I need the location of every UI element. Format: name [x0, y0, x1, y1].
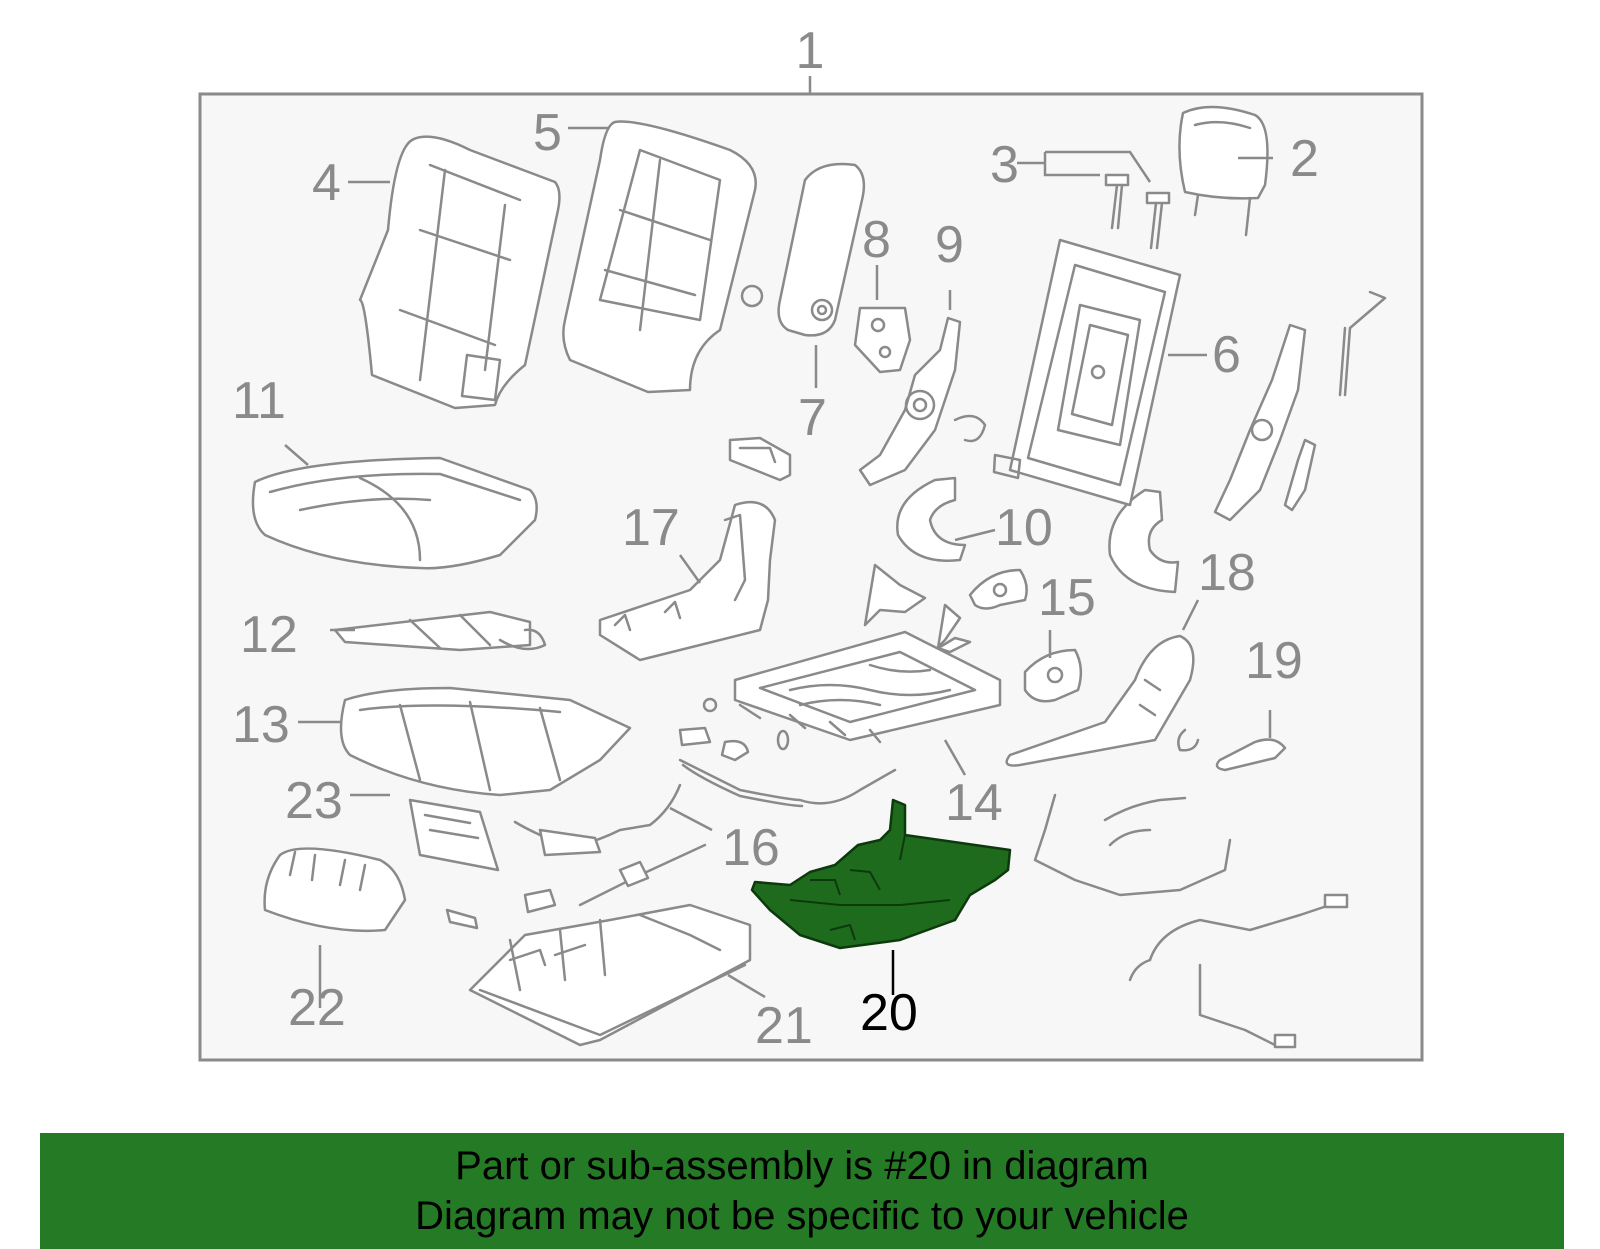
callout-14: 14	[945, 774, 1003, 832]
callout-4: 4	[312, 154, 341, 212]
callout-23: 23	[285, 772, 343, 830]
callout-19: 19	[1245, 632, 1303, 690]
callout-13: 13	[232, 696, 290, 754]
callout-7: 7	[798, 389, 827, 447]
part-14-cushion-frame[interactable]	[678, 630, 1002, 762]
part-7-bracket	[728, 436, 792, 482]
part-6-seatback-frame[interactable]	[992, 238, 1182, 507]
part-10-recliner-cover[interactable]	[896, 476, 967, 562]
callout-21: 21	[755, 997, 813, 1055]
callout-22: 22	[288, 979, 346, 1037]
part-8-bracket[interactable]	[853, 306, 912, 374]
part-22-cover[interactable]	[263, 847, 407, 933]
callout-11: 11	[232, 372, 286, 430]
leader-lines	[284, 126, 1273, 1008]
part-3-headrest-guides[interactable]	[1104, 173, 1171, 250]
banner-disclaimer: Diagram may not be specific to your vehi…	[415, 1194, 1189, 1238]
callout-17: 17	[622, 499, 680, 557]
callout-9: 9	[935, 216, 964, 274]
part-brackets-small	[863, 563, 1028, 654]
part-4-seatback-cover[interactable]	[358, 135, 561, 410]
part-18-trim-cover[interactable]	[1005, 634, 1200, 767]
part-16-cables[interactable]	[513, 758, 897, 914]
callout-8: 8	[862, 211, 891, 269]
part-10-cover-right	[1108, 488, 1180, 594]
part-21-seat-base[interactable]	[445, 903, 752, 1047]
part-7-armrest[interactable]	[777, 162, 866, 337]
callout-18: 18	[1198, 544, 1256, 602]
part-19-handle[interactable]	[1215, 738, 1287, 772]
part-2-headrest[interactable]	[1178, 105, 1269, 237]
callout-16: 16	[722, 819, 780, 877]
part-5-seatback-pad[interactable]	[562, 120, 764, 394]
part-23-panel[interactable]	[408, 798, 500, 872]
callout-12: 12	[240, 606, 298, 664]
callout-2: 2	[1290, 130, 1319, 188]
callout-10: 10	[995, 499, 1053, 557]
info-banner: Part or sub-assembly is #20 in diagram D…	[40, 1133, 1564, 1249]
part-11-cushion-cover[interactable]	[251, 456, 538, 570]
callout-20: 20	[860, 984, 918, 1042]
part-wiring-harness	[1033, 793, 1349, 1049]
part-20-highlighted[interactable]	[750, 798, 1012, 950]
part-17-side-shield[interactable]	[598, 500, 777, 662]
callout-15: 15	[1038, 569, 1096, 627]
banner-part-note: Part or sub-assembly is #20 in diagram	[455, 1144, 1149, 1188]
part-9-recliner[interactable]	[858, 316, 987, 487]
part-12-heater-pad[interactable]	[333, 610, 547, 652]
callout-5: 5	[533, 104, 562, 162]
callout-3: 3	[990, 136, 1019, 194]
part-recliner-right	[1213, 290, 1387, 522]
part-13-cushion-pad[interactable]	[339, 686, 632, 797]
callout-1: 1	[796, 22, 825, 80]
callout-6: 6	[1212, 326, 1241, 384]
